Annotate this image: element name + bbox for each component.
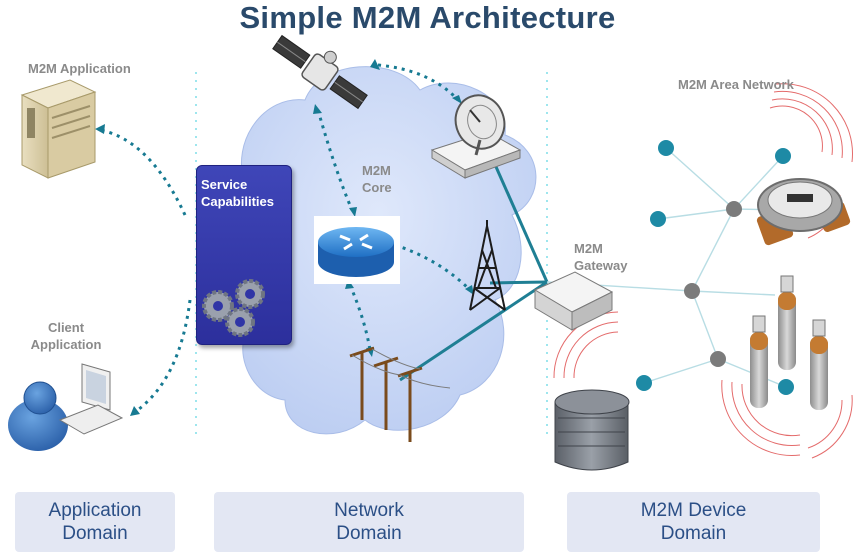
service-capabilities-line1: Service — [201, 177, 248, 192]
user-workstation-icon — [8, 363, 124, 451]
network-domain-bar: Network Domain — [214, 492, 524, 552]
m2m-core-line1: M2M — [362, 163, 391, 178]
gear-icon — [202, 290, 234, 322]
gear-cluster — [202, 279, 265, 337]
client-application-line2: Application — [30, 337, 102, 352]
area-node — [778, 379, 794, 395]
m2m-application-label: M2M Application — [28, 61, 131, 76]
cell-tower-icon — [469, 220, 506, 311]
client-application-label: Client Application — [26, 319, 106, 353]
gear-icon — [225, 307, 255, 337]
area-node — [775, 148, 791, 164]
dotted-links — [99, 63, 472, 414]
dish-antenna-icon — [430, 94, 522, 179]
gas-cylinders-icon — [750, 275, 828, 410]
client-application-line1: Client — [47, 320, 85, 335]
application-domain-bar: Application Domain — [15, 492, 175, 552]
area-hub — [684, 283, 700, 299]
water-tank-icon — [554, 389, 630, 471]
gateway-box-icon — [533, 271, 614, 331]
network-domain-line2: Domain — [336, 523, 402, 544]
area-node — [658, 140, 674, 156]
area-node — [650, 211, 666, 227]
m2m-gateway-line2: Gateway — [574, 258, 628, 273]
server-icon — [20, 79, 97, 179]
m2m-area-network-label: M2M Area Network — [678, 77, 794, 92]
wireless-rings-bottom-right — [721, 379, 853, 459]
router-icon — [314, 216, 400, 284]
network-domain-line1: Network — [334, 500, 404, 521]
area-hub — [710, 351, 726, 367]
power-lines — [351, 348, 451, 389]
water-meter-icon — [756, 178, 851, 246]
area-hub — [726, 201, 742, 217]
gear-icon — [235, 279, 265, 309]
device-domain-line2: Domain — [660, 523, 727, 544]
utility-poles-icon — [349, 346, 423, 442]
device-domain-bar: M2M Device Domain — [567, 492, 820, 552]
m2m-core-line2: Core — [362, 180, 392, 195]
device-domain-line1: M2M Device — [640, 500, 747, 521]
service-capabilities-label: Service Capabilities — [201, 176, 289, 210]
m2m-core-label: M2M Core — [362, 162, 392, 196]
diagram-title: Simple M2M Architecture — [239, 0, 616, 35]
area-network-nodes — [636, 140, 794, 395]
area-node — [636, 375, 652, 391]
satellite-icon — [272, 34, 368, 110]
m2m-gateway-label: M2M Gateway — [574, 240, 627, 274]
service-capabilities-line2: Capabilities — [201, 194, 274, 209]
m2m-gateway-line1: M2M — [574, 241, 603, 256]
application-domain-line2: Domain — [62, 523, 128, 544]
application-domain-line1: Application — [48, 500, 142, 521]
